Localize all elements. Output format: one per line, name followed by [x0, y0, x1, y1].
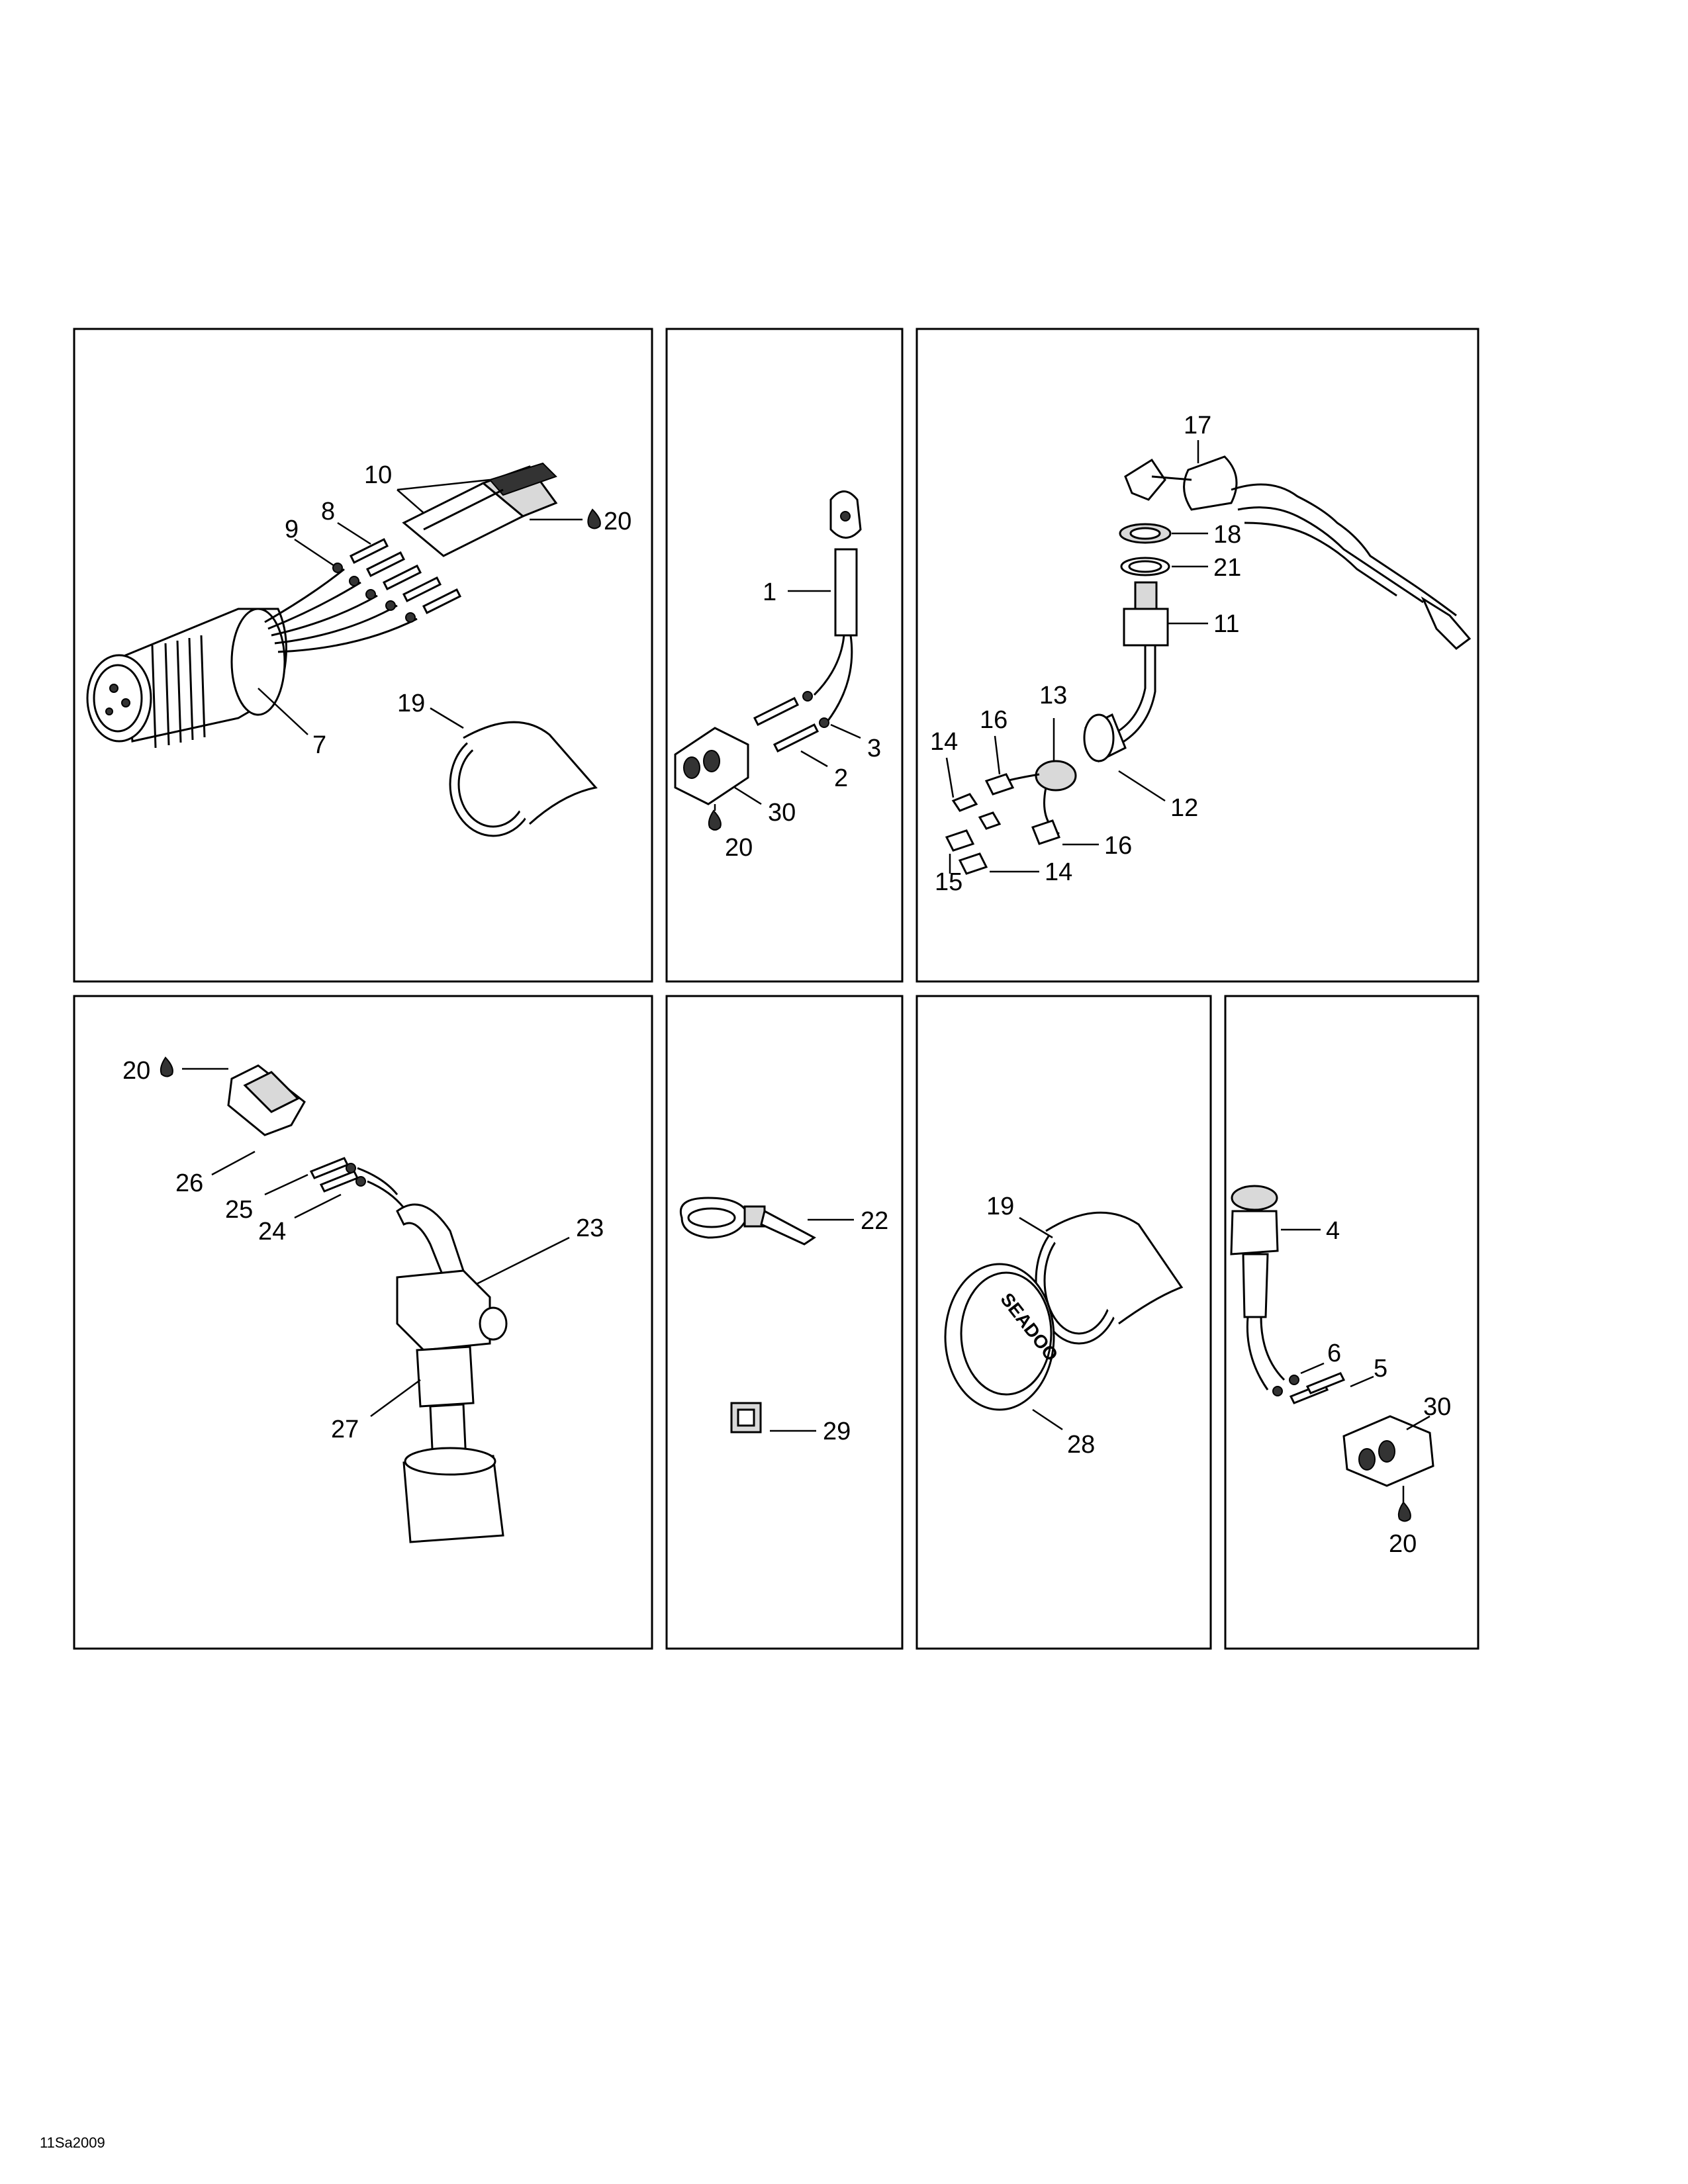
callout-22: 22 [861, 1207, 888, 1235]
callout-25: 25 [225, 1196, 253, 1224]
panel-sensor: 1 3 2 30 20 [665, 328, 904, 983]
washers-part-18-21 [1119, 523, 1172, 576]
callout-20: 20 [604, 508, 632, 535]
panel-cap: SEADOO 19 28 [915, 995, 1212, 1650]
callout-16: 16 [980, 706, 1008, 734]
callout-18: 18 [1213, 521, 1241, 549]
drop-icon [708, 809, 722, 831]
callout-4: 4 [1326, 1217, 1340, 1245]
panel-float: 20 26 25 24 23 27 [73, 995, 653, 1650]
leader-8 [337, 522, 371, 545]
callout-24: 24 [258, 1218, 286, 1246]
connector-part-30 [1342, 1415, 1434, 1487]
leader-9 [294, 538, 335, 567]
leader-27 [370, 1379, 421, 1418]
terminals-part-14-15-16 [945, 773, 1060, 875]
leader-25 [264, 1173, 308, 1196]
callout-10: 10 [364, 461, 392, 489]
callout-30: 30 [1423, 1393, 1451, 1421]
callout-14: 14 [1045, 858, 1072, 886]
gauge-part-7 [86, 608, 287, 749]
leader-26 [211, 1150, 256, 1176]
switch-part-11 [1111, 581, 1169, 746]
lanyard-part-17 [1124, 455, 1472, 650]
sensor-part-1 [813, 490, 862, 722]
connector-part-10 [402, 462, 558, 557]
callout-12: 12 [1170, 794, 1198, 822]
callout-8: 8 [321, 498, 335, 525]
connector-part-30 [674, 727, 749, 805]
panel-ties: 22 29 [665, 995, 904, 1650]
callout-19: 19 [397, 690, 425, 717]
bezel-part-19 [1035, 1211, 1184, 1345]
nut-part-12 [1083, 713, 1127, 763]
callout-16: 16 [1104, 832, 1132, 860]
leader-2 [800, 750, 828, 768]
bezel-part-19 [449, 721, 598, 837]
leader-6 [1300, 1362, 1325, 1375]
leader-7 [258, 688, 308, 735]
callout-19: 19 [986, 1193, 1014, 1220]
float-part-23-27 [396, 1203, 508, 1543]
callout-15: 15 [935, 868, 962, 896]
callout-20: 20 [725, 834, 753, 862]
drawing-code: 11Sa2009 [40, 2134, 105, 2151]
drop-icon [587, 508, 601, 529]
callout-20: 20 [122, 1057, 150, 1085]
connector-part-26 [227, 1064, 306, 1136]
leader-10b [397, 478, 491, 491]
drop-icon [160, 1056, 173, 1077]
terminals-part-8-9 [332, 537, 462, 623]
terminals-part-5-6 [1272, 1372, 1346, 1404]
callout-9: 9 [285, 516, 299, 543]
leader-10a [397, 489, 424, 514]
boot-part-13 [1006, 760, 1077, 835]
callout-14: 14 [930, 728, 958, 756]
callout-20: 20 [1389, 1530, 1417, 1558]
leader-12 [1118, 770, 1166, 802]
leader-19b [1019, 1216, 1053, 1239]
leader-30b [1406, 1415, 1430, 1431]
panel-temp-sensor: 4 6 5 30 20 [1224, 995, 1479, 1650]
leader-19a [430, 707, 464, 729]
callout-1: 1 [763, 578, 776, 606]
drop-icon [1397, 1501, 1411, 1522]
leader-5 [1350, 1375, 1374, 1388]
callout-26: 26 [175, 1169, 203, 1197]
panel-tether: 17 18 21 11 13 16 14 12 16 15 14 [915, 328, 1479, 983]
leader-23 [476, 1236, 570, 1285]
callout-11: 11 [1213, 610, 1239, 638]
callout-21: 21 [1213, 554, 1241, 582]
callout-17: 17 [1184, 412, 1211, 439]
callout-6: 6 [1327, 1340, 1341, 1367]
callout-27: 27 [331, 1416, 359, 1443]
callout-23: 23 [576, 1214, 604, 1242]
cable-tie-part-22 [680, 1197, 816, 1246]
callout-7: 7 [312, 731, 326, 759]
leader-3 [830, 723, 861, 739]
leader-24 [294, 1193, 342, 1219]
leader-14a [945, 757, 955, 798]
callout-28: 28 [1067, 1431, 1095, 1459]
callout-2: 2 [834, 764, 848, 792]
sensor-part-4 [1230, 1185, 1286, 1390]
callout-3: 3 [867, 735, 881, 762]
gauge-wires [264, 568, 418, 653]
terminals-part-24-25 [309, 1157, 405, 1208]
callout-5: 5 [1374, 1355, 1387, 1383]
leader-16a [994, 735, 1001, 775]
callout-30: 30 [768, 799, 796, 827]
leader-28 [1032, 1408, 1063, 1431]
clip-part-29 [730, 1402, 762, 1433]
panel-gauge: 10 8 9 20 7 19 [73, 328, 653, 983]
leader-30a [734, 786, 762, 805]
terminals-part-2-3 [753, 691, 829, 753]
callout-29: 29 [823, 1418, 851, 1445]
callout-13: 13 [1039, 682, 1067, 709]
